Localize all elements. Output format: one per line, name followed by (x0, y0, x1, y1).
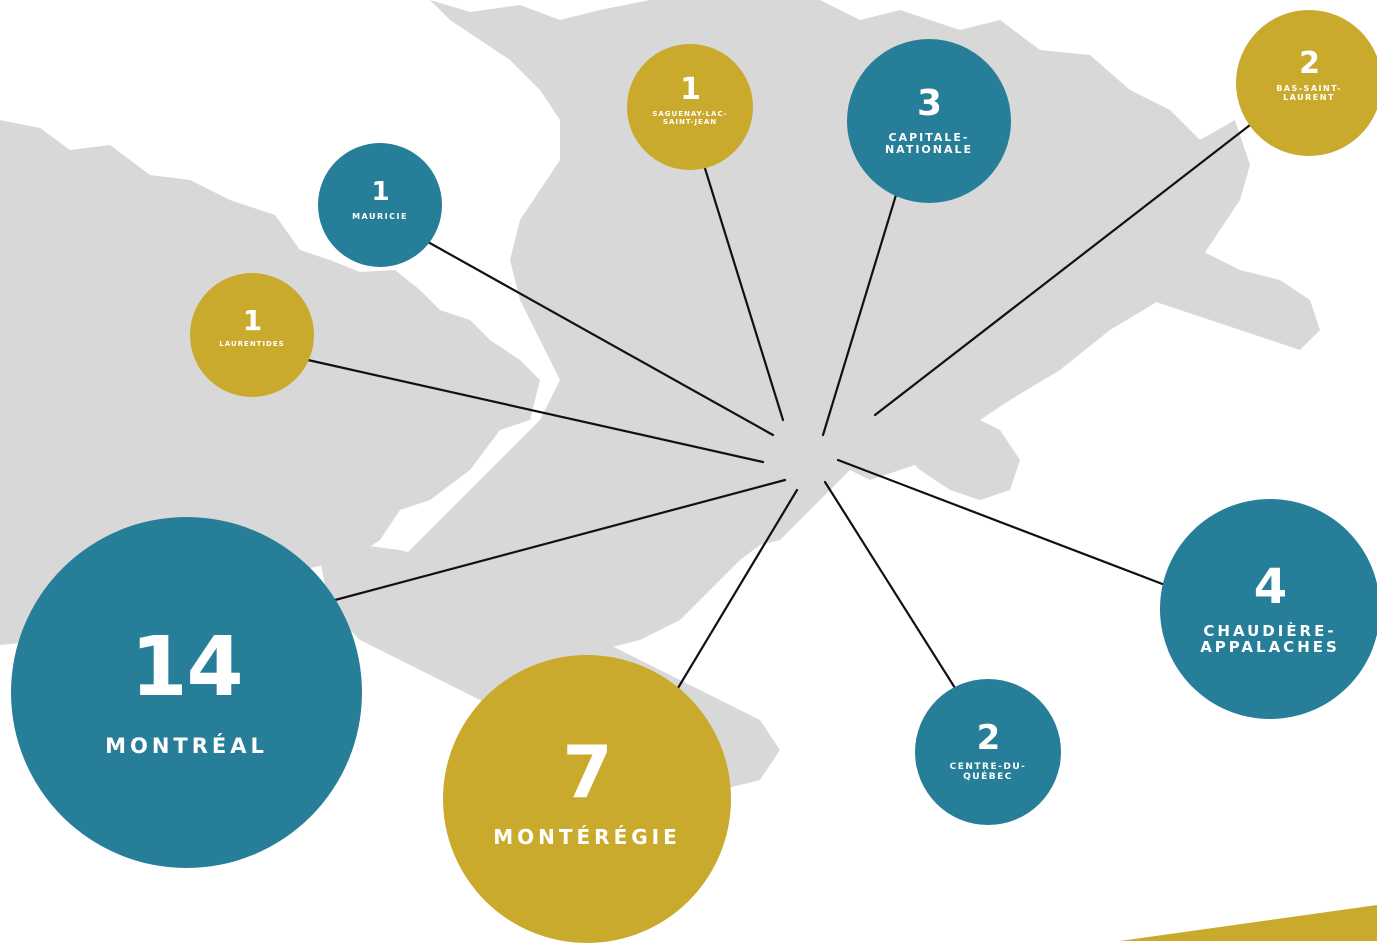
region-bubble-centre-du-quebec: 2 CENTRE-DU-QUÉBEC (915, 679, 1061, 825)
connector-monteregie (676, 488, 799, 690)
region-name: MONTRÉAL (105, 733, 268, 758)
connector-chaudiere-appalaches (836, 458, 1167, 587)
region-count: 3 (916, 82, 942, 124)
gold-accent-wedge (1120, 905, 1377, 941)
region-count: 1 (242, 304, 263, 338)
region-count: 14 (130, 619, 243, 715)
region-name: CHAUDIÈRE-APPALACHES (1200, 621, 1340, 656)
region-count: 2 (976, 718, 1001, 759)
connector-saguenay-lac-saint-jean (701, 160, 785, 422)
landmass-east (880, 400, 1020, 500)
connector-capitale-nationale (821, 193, 898, 437)
region-bubble-laurentides: 1 LAURENTIDES (190, 273, 314, 397)
region-name: MAURICIE (352, 211, 408, 221)
region-bubble-mauricie: 1 MAURICIE (318, 143, 442, 267)
region-bubble-capitale-nationale: 3 CAPITALE-NATIONALE (847, 39, 1011, 203)
region-name: MONTÉRÉGIE (493, 825, 681, 849)
region-name: LAURENTIDES (219, 340, 285, 349)
region-count: 1 (371, 176, 389, 207)
connector-bas-saint-laurent (873, 123, 1252, 417)
region-bubble-montreal: 14 MONTRÉAL (11, 517, 362, 868)
landmass-peninsula (1100, 220, 1320, 350)
landmass-north (400, 0, 1250, 650)
region-bubble-bas-saint-laurent: 2 BAS-SAINT-LAURENT (1236, 10, 1377, 156)
connector-lines (306, 123, 1252, 690)
region-bubble-saguenay-lac-saint-jean: 1 SAGUENAY-LAC-SAINT-JEAN (627, 44, 753, 170)
region-count: 4 (1253, 558, 1287, 615)
region-bubble-monteregie: 7 MONTÉRÉGIE (443, 655, 731, 943)
region-name: SAGUENAY-LAC-SAINT-JEAN (652, 110, 728, 126)
connector-montreal (333, 478, 787, 602)
region-count: 2 (1299, 46, 1320, 82)
region-bubble-chaudiere-appalaches: 4 CHAUDIÈRE-APPALACHES (1160, 499, 1377, 719)
region-count: 7 (562, 730, 612, 814)
connector-mauricie (426, 240, 775, 437)
connector-laurentides (306, 358, 765, 464)
region-count: 1 (680, 72, 701, 108)
region-name: CENTRE-DU-QUÉBEC (949, 762, 1027, 782)
region-name: BAS-SAINT-LAURENT (1276, 84, 1342, 102)
connector-centre-du-quebec (823, 480, 957, 690)
region-name: CAPITALE-NATIONALE (884, 130, 974, 156)
